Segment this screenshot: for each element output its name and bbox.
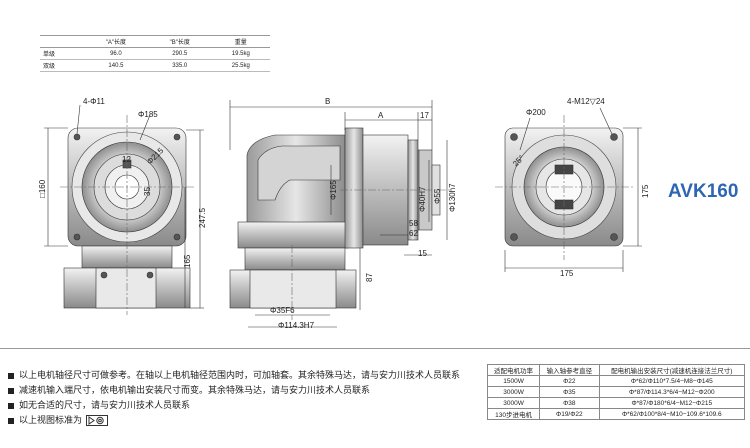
- dim-holes: 4-Φ11: [83, 97, 105, 106]
- table-cell: Φ*62/Φ100*8/4−M10−109.6*109.6: [598, 408, 746, 420]
- note-text: 以上电机轴径尺寸可做参考。在轴以上电机轴径范围内时，可加轴套。其余特殊马达，请与…: [19, 370, 461, 380]
- dim-35f6: Φ35F6: [270, 306, 295, 315]
- bullet-icon: [8, 402, 14, 409]
- notes-list: 以上电机轴径尺寸可做参考。在轴以上电机轴径范围内时，可加轴套。其余特殊马达，请与…: [8, 368, 460, 428]
- dim-A: A: [378, 111, 384, 120]
- length-table: "A"长度 "B"长度 重量 单级 96.0 290.5 19.5kg 双级 1…: [40, 35, 270, 72]
- table-cell: 335.0: [147, 59, 212, 72]
- dim-40: Φ40H7: [418, 186, 427, 212]
- table-row: 双级 140.5 335.0 25.5kg: [40, 59, 270, 72]
- table-cell: 配电机输出安装尺寸(减速机连接法兰尺寸): [598, 364, 746, 376]
- note-item: 减速机输入端尺寸，依电机输出安装尺寸而变。其余特殊马达，请与安力川技术人员联系: [8, 383, 460, 398]
- dim-175-height: 175: [641, 184, 650, 198]
- table-row: 3000W Φ38 Φ*87/Φ180*6/4−M12−Φ215: [486, 397, 746, 409]
- motor-table-header: 适配电机功率 输入轴参考直径 配电机输出安装尺寸(减速机连接法兰尺寸): [486, 364, 746, 376]
- product-title: AVK160: [668, 181, 739, 202]
- note-item: 如无合适的尺寸，请与安力川技术人员联系: [8, 398, 460, 413]
- dim-square: □160: [38, 179, 47, 198]
- table-row: 1500W Φ22 Φ*62/Φ110*7.5/4−M8−Φ145: [486, 375, 746, 387]
- dim-58: 58: [409, 219, 418, 228]
- dim-165: Φ165: [329, 180, 338, 200]
- dim-center-height: 165: [183, 254, 192, 268]
- dim-key: 12: [122, 155, 131, 164]
- table-cell: 单级: [40, 47, 84, 60]
- note-item: 以上电机轴径尺寸可做参考。在轴以上电机轴径范围内时，可加轴套。其余特殊马达，请与…: [8, 368, 460, 383]
- table-cell: Φ22: [539, 375, 600, 387]
- table-cell: Φ*87/Φ114.3*6/4−M12−Φ200: [598, 386, 746, 398]
- table-cell: 重量: [211, 35, 270, 48]
- dim-m12: 4-M12▽24: [567, 97, 605, 106]
- divider: [0, 348, 750, 349]
- note-item: 以上视图标准为: [8, 413, 460, 428]
- front-view: [44, 104, 204, 315]
- note-text: 减速机输入端尺寸，依电机输出安装尺寸而变。其余特殊马达，请与安力川技术人员联系: [19, 385, 371, 395]
- table-cell: 输入轴参考直径: [539, 364, 600, 376]
- table-cell: 适配电机功率: [486, 364, 541, 376]
- table-row: 单级 96.0 290.5 19.5kg: [40, 47, 270, 60]
- dim-87: 87: [365, 273, 374, 282]
- motor-table: 适配电机功率 输入轴参考直径 配电机输出安装尺寸(减速机连接法兰尺寸) 1500…: [486, 364, 746, 420]
- bullet-icon: [8, 372, 14, 379]
- view-standard-icon: [86, 415, 109, 426]
- table-cell: "B"长度: [147, 35, 212, 48]
- dim-55: Φ55: [433, 188, 442, 204]
- table-cell: 3000W: [486, 397, 541, 409]
- table-cell: Φ*62/Φ110*7.5/4−M8−Φ145: [598, 375, 746, 387]
- table-cell: 290.5: [147, 47, 212, 60]
- note-text: 如无合适的尺寸，请与安力川技术人员联系: [19, 400, 191, 410]
- table-cell: 140.5: [84, 59, 148, 72]
- dim-15: 15: [418, 249, 427, 258]
- dim-pcd185: Φ185: [138, 110, 158, 119]
- dim-17: 17: [420, 111, 429, 120]
- bullet-icon: [8, 387, 14, 394]
- side-view: [229, 100, 450, 328]
- dim-175-width: 175: [560, 269, 574, 278]
- dim-height: 247.5: [198, 207, 207, 228]
- table-cell: 双级: [40, 59, 84, 72]
- dim-114: Φ114.3H7: [278, 321, 315, 330]
- dim-shaft: 35: [143, 187, 152, 196]
- technical-drawing: 4-Φ11 Φ185 □160 247.5 165 12 35 Φ215 B A…: [38, 97, 650, 330]
- table-cell: 25.5kg: [211, 59, 270, 72]
- table-cell: 19.5kg: [211, 47, 270, 60]
- table-cell: [40, 35, 84, 48]
- flange-view: [495, 107, 642, 272]
- table-row: 130步进电机 Φ19/Φ22 Φ*62/Φ100*8/4−M10−109.6*…: [486, 408, 746, 420]
- table-cell: "A"长度: [84, 35, 148, 48]
- table-cell: 96.0: [84, 47, 148, 60]
- table-cell: 1500W: [486, 375, 541, 387]
- table-cell: Φ*87/Φ180*6/4−M12−Φ215: [598, 397, 746, 409]
- length-table-header: "A"长度 "B"长度 重量: [40, 35, 270, 48]
- dim-62: 62: [409, 229, 418, 238]
- dim-pcd200: Φ200: [526, 108, 546, 117]
- note-text: 以上视图标准为: [19, 415, 83, 425]
- bullet-icon: [8, 417, 14, 424]
- table-cell: 130步进电机: [486, 408, 541, 420]
- table-cell: 3000W: [486, 386, 541, 398]
- dim-B: B: [325, 97, 330, 106]
- table-cell: Φ38: [539, 397, 600, 409]
- table-cell: Φ35: [539, 386, 600, 398]
- table-row: 3000W Φ35 Φ*87/Φ114.3*6/4−M12−Φ200: [486, 386, 746, 398]
- dim-130: Φ130h7: [448, 183, 457, 212]
- table-cell: Φ19/Φ22: [539, 408, 600, 420]
